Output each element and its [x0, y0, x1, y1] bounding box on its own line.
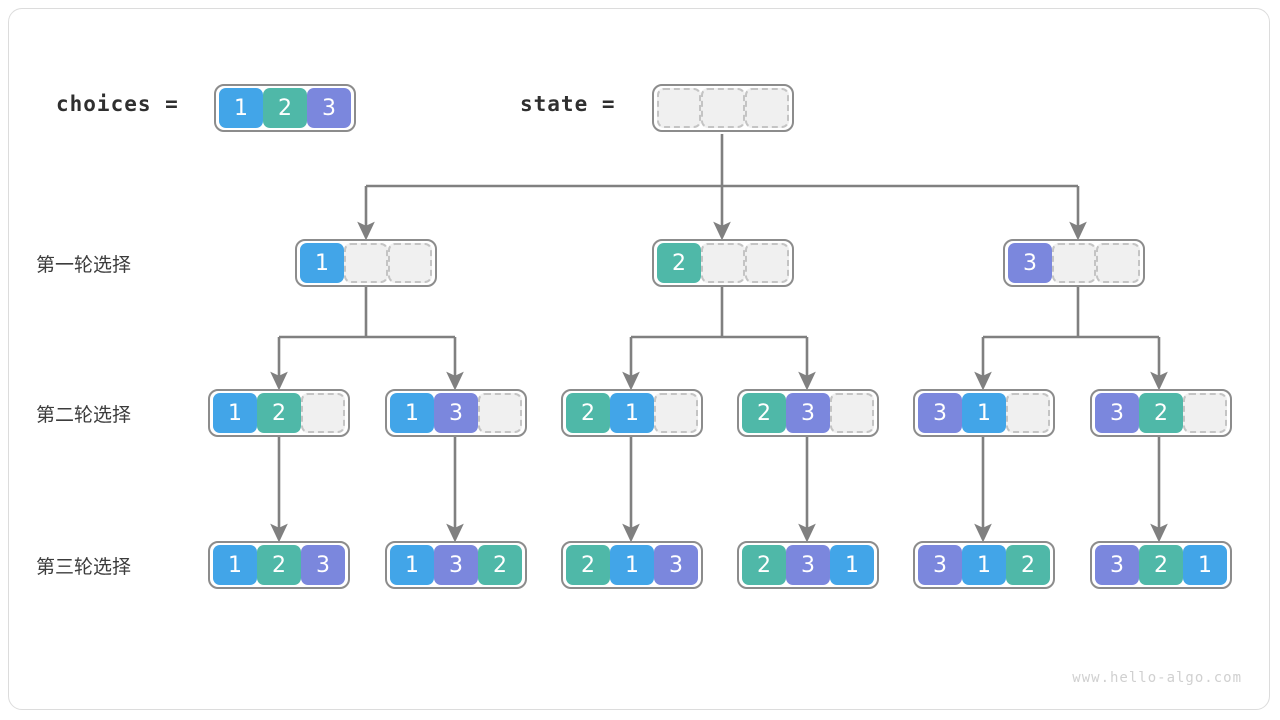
level2-node-1-cell-empty [301, 393, 345, 433]
level2-node-4-cell-value: 2 [742, 393, 786, 433]
state-array [652, 84, 794, 132]
level3-node-4-cell-value: 1 [830, 545, 874, 585]
level3-node-6-cell-value: 2 [1139, 545, 1183, 585]
row-label-round-3: 第三轮选择 [36, 556, 132, 578]
level2-node-3-cell-value: 1 [610, 393, 654, 433]
level3-node-2-cell-value: 2 [478, 545, 522, 585]
level2-node-4-cell-value: 3 [786, 393, 830, 433]
level3-node-5-cell-value: 2 [1006, 545, 1050, 585]
level1-node-3-cell-empty [1052, 243, 1096, 283]
level3-node-2-cell-value: 1 [390, 545, 434, 585]
choices-cell-value: 3 [307, 88, 351, 128]
level1-node-2: 2 [652, 239, 794, 287]
level1-node-2-cell-value: 2 [657, 243, 701, 283]
watermark: www.hello-algo.com [1072, 670, 1242, 686]
level2-node-6-cell-value: 3 [1095, 393, 1139, 433]
outer-frame [8, 8, 1270, 710]
state-cell-empty [745, 88, 789, 128]
level3-node-4-cell-value: 2 [742, 545, 786, 585]
level2-node-6-cell-value: 2 [1139, 393, 1183, 433]
level1-node-2-cell-empty [701, 243, 745, 283]
level3-node-2-cell-value: 3 [434, 545, 478, 585]
level2-node-5-cell-value: 3 [918, 393, 962, 433]
level2-node-4-cell-empty [830, 393, 874, 433]
choices-label: choices = [56, 92, 179, 116]
level3-node-1-cell-value: 3 [301, 545, 345, 585]
level1-node-1: 1 [295, 239, 437, 287]
level3-node-6-cell-value: 1 [1183, 545, 1227, 585]
level1-node-2-cell-empty [745, 243, 789, 283]
level2-node-2-cell-empty [478, 393, 522, 433]
level1-node-1-cell-empty [344, 243, 388, 283]
level2-node-2-cell-value: 3 [434, 393, 478, 433]
level1-node-1-cell-value: 1 [300, 243, 344, 283]
state-cell-empty [701, 88, 745, 128]
level2-node-2-cell-value: 1 [390, 393, 434, 433]
row-label-round-2: 第二轮选择 [36, 404, 132, 426]
level2-node-5-cell-value: 1 [962, 393, 1006, 433]
level1-node-3: 3 [1003, 239, 1145, 287]
level3-node-1-cell-value: 2 [257, 545, 301, 585]
state-label: state = [520, 92, 616, 116]
level2-node-1-cell-value: 1 [213, 393, 257, 433]
level3-node-3-cell-value: 1 [610, 545, 654, 585]
choices-cell-value: 1 [219, 88, 263, 128]
level2-node-6-cell-empty [1183, 393, 1227, 433]
level3-node-3-cell-value: 2 [566, 545, 610, 585]
level2-node-1-cell-value: 2 [257, 393, 301, 433]
level1-node-3-cell-value: 3 [1008, 243, 1052, 283]
level3-node-5-cell-value: 1 [962, 545, 1006, 585]
level3-node-3-cell-value: 3 [654, 545, 698, 585]
row-label-round-1: 第一轮选择 [36, 254, 132, 276]
level3-node-6-cell-value: 3 [1095, 545, 1139, 585]
level2-node-3-cell-value: 2 [566, 393, 610, 433]
level1-node-1-cell-empty [388, 243, 432, 283]
level1-node-3-cell-empty [1096, 243, 1140, 283]
level2-node-5-cell-empty [1006, 393, 1050, 433]
state-cell-empty [657, 88, 701, 128]
level3-node-4-cell-value: 3 [786, 545, 830, 585]
level3-node-1-cell-value: 1 [213, 545, 257, 585]
level2-node-3-cell-empty [654, 393, 698, 433]
choices-cell-value: 2 [263, 88, 307, 128]
level3-node-5-cell-value: 3 [918, 545, 962, 585]
